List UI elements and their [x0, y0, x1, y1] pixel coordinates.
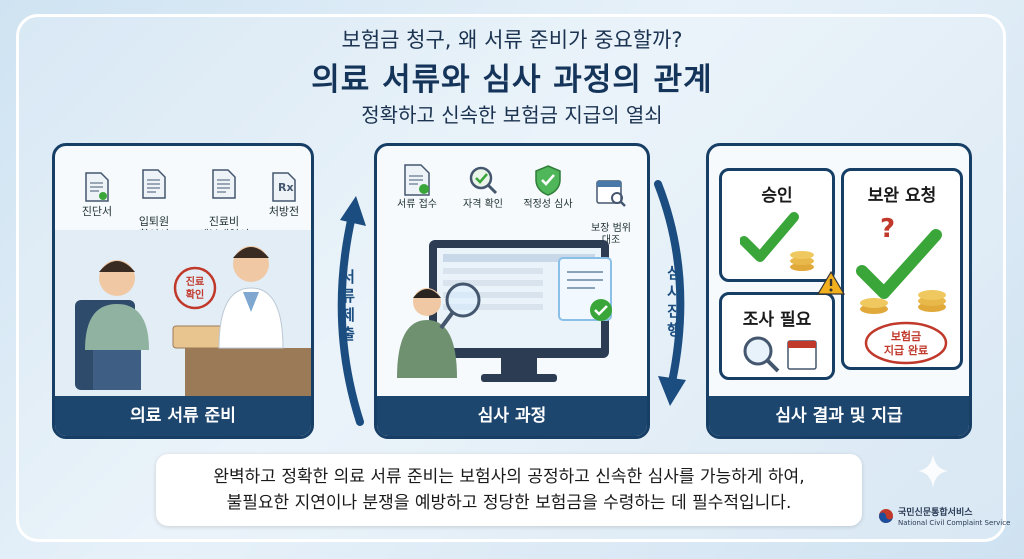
supplement-illustration: ? 보험금 지급 완료: [856, 214, 948, 365]
document-icon: [85, 172, 109, 202]
panel-footer: 의료 서류 준비: [55, 396, 311, 436]
stamp-line2: 지급 완료: [884, 343, 928, 357]
taegeuk-icon: [879, 509, 893, 523]
logo-en: National Civil Complaint Service: [898, 519, 1011, 527]
panel-review-process: 서류 접수 자격 확인 적정성 심사 보장 범위 대조: [374, 143, 650, 439]
step-label: 보장 범위 대조: [591, 223, 631, 246]
magnifier-check-icon: [469, 166, 498, 195]
step-label: 서류 접수: [397, 199, 437, 210]
step-eligibility: 자격 확인: [455, 164, 511, 211]
step-coverage: 보장 범위 대조: [583, 164, 639, 247]
org-logo: 국민신문통합서비스 National Civil Complaint Servi…: [878, 508, 1010, 528]
prescription-icon: Rx: [272, 172, 296, 202]
doc-prescription: Rx 처방전: [261, 172, 307, 218]
doc-admission: 입퇴원 확인서: [129, 156, 179, 241]
warning-icon: [817, 270, 845, 295]
arrow-char: 서: [341, 268, 355, 286]
arrow-char: 행: [667, 321, 681, 339]
shield-check-icon: [535, 165, 561, 196]
page-title: 의료 서류와 심사 과정의 관계: [311, 62, 713, 98]
step-label: 자격 확인: [463, 199, 503, 210]
document-icon: [212, 169, 236, 199]
card-supplement: 보완 요청 ? 보험금 지급 완료: [841, 168, 963, 370]
stamp-line1: 보험금: [891, 329, 921, 343]
calendar-search-icon: [596, 180, 626, 207]
sparkle-icon: [918, 454, 948, 488]
panel-footer: 심사 과정: [377, 396, 647, 436]
approve-check-coins-icon: [740, 212, 814, 271]
panel-footer: 심사 결과 및 지급: [709, 396, 969, 436]
document-check-icon: [404, 164, 430, 196]
logo-name: 국민신문통합서비스: [898, 508, 973, 518]
card-approve: 승인: [719, 168, 835, 282]
step-label: 적정성 심사: [523, 199, 573, 210]
card-investigate: 조사 필요: [719, 292, 835, 380]
stamp-line1: 진료: [186, 275, 204, 288]
card-title: 승인: [761, 186, 793, 206]
step-adequacy: 적정성 심사: [517, 164, 579, 211]
submit-arrow: [337, 196, 366, 426]
doc-label: 진단서: [81, 205, 113, 218]
doc-label: 처방전: [268, 205, 300, 218]
progress-arrow: [654, 180, 686, 406]
page-subtitle: 정확하고 신속한 보험금 지급의 열쇠: [361, 103, 663, 127]
doc-diagnosis: 진단서: [77, 172, 117, 218]
arrow-char: 진: [667, 302, 681, 320]
arrow-char: 류: [341, 287, 355, 305]
step-receive: 서류 접수: [391, 164, 443, 211]
summary-line2: 불필요한 지연이나 분쟁을 예방하고 정당한 보험금을 수령하는 데 필수적입니…: [226, 493, 792, 513]
question-mark-icon: ?: [880, 214, 895, 244]
arrow-char: 사: [667, 283, 681, 301]
panel-result-payment: 승인 보완 요청 ? 보험금 지급 완료 조사 필요: [706, 143, 972, 439]
document-icon: [142, 169, 166, 199]
review-illustration: [397, 240, 612, 382]
arrow-char: 출: [341, 325, 355, 343]
card-title: 조사 필요: [742, 310, 812, 330]
card-title: 보완 요청: [867, 186, 937, 206]
header-question: 보험금 청구, 왜 서류 준비가 중요할까?: [341, 28, 683, 52]
svg-text:Rx: Rx: [278, 181, 294, 194]
doc-medical-bill: 진료비 세부내역서: [193, 156, 255, 241]
summary-box: 완벽하고 정확한 의료 서류 준비는 보험사의 공정하고 신속한 심사를 가능하…: [156, 454, 862, 526]
stamp-line2: 확인: [186, 288, 204, 301]
summary-line1: 완벽하고 정확한 의료 서류 준비는 보험사의 공정하고 신속한 심사를 가능하…: [213, 467, 805, 487]
arrow-char: 심: [667, 264, 681, 282]
investigate-icon: [743, 336, 817, 373]
consultation-illustration: 진료 확인: [55, 230, 311, 402]
panel-document-prep: 진단서 입퇴원 확인서 진료비 세부내역서 Rx 처방전: [52, 143, 314, 439]
arrow-char: 제: [341, 306, 355, 324]
